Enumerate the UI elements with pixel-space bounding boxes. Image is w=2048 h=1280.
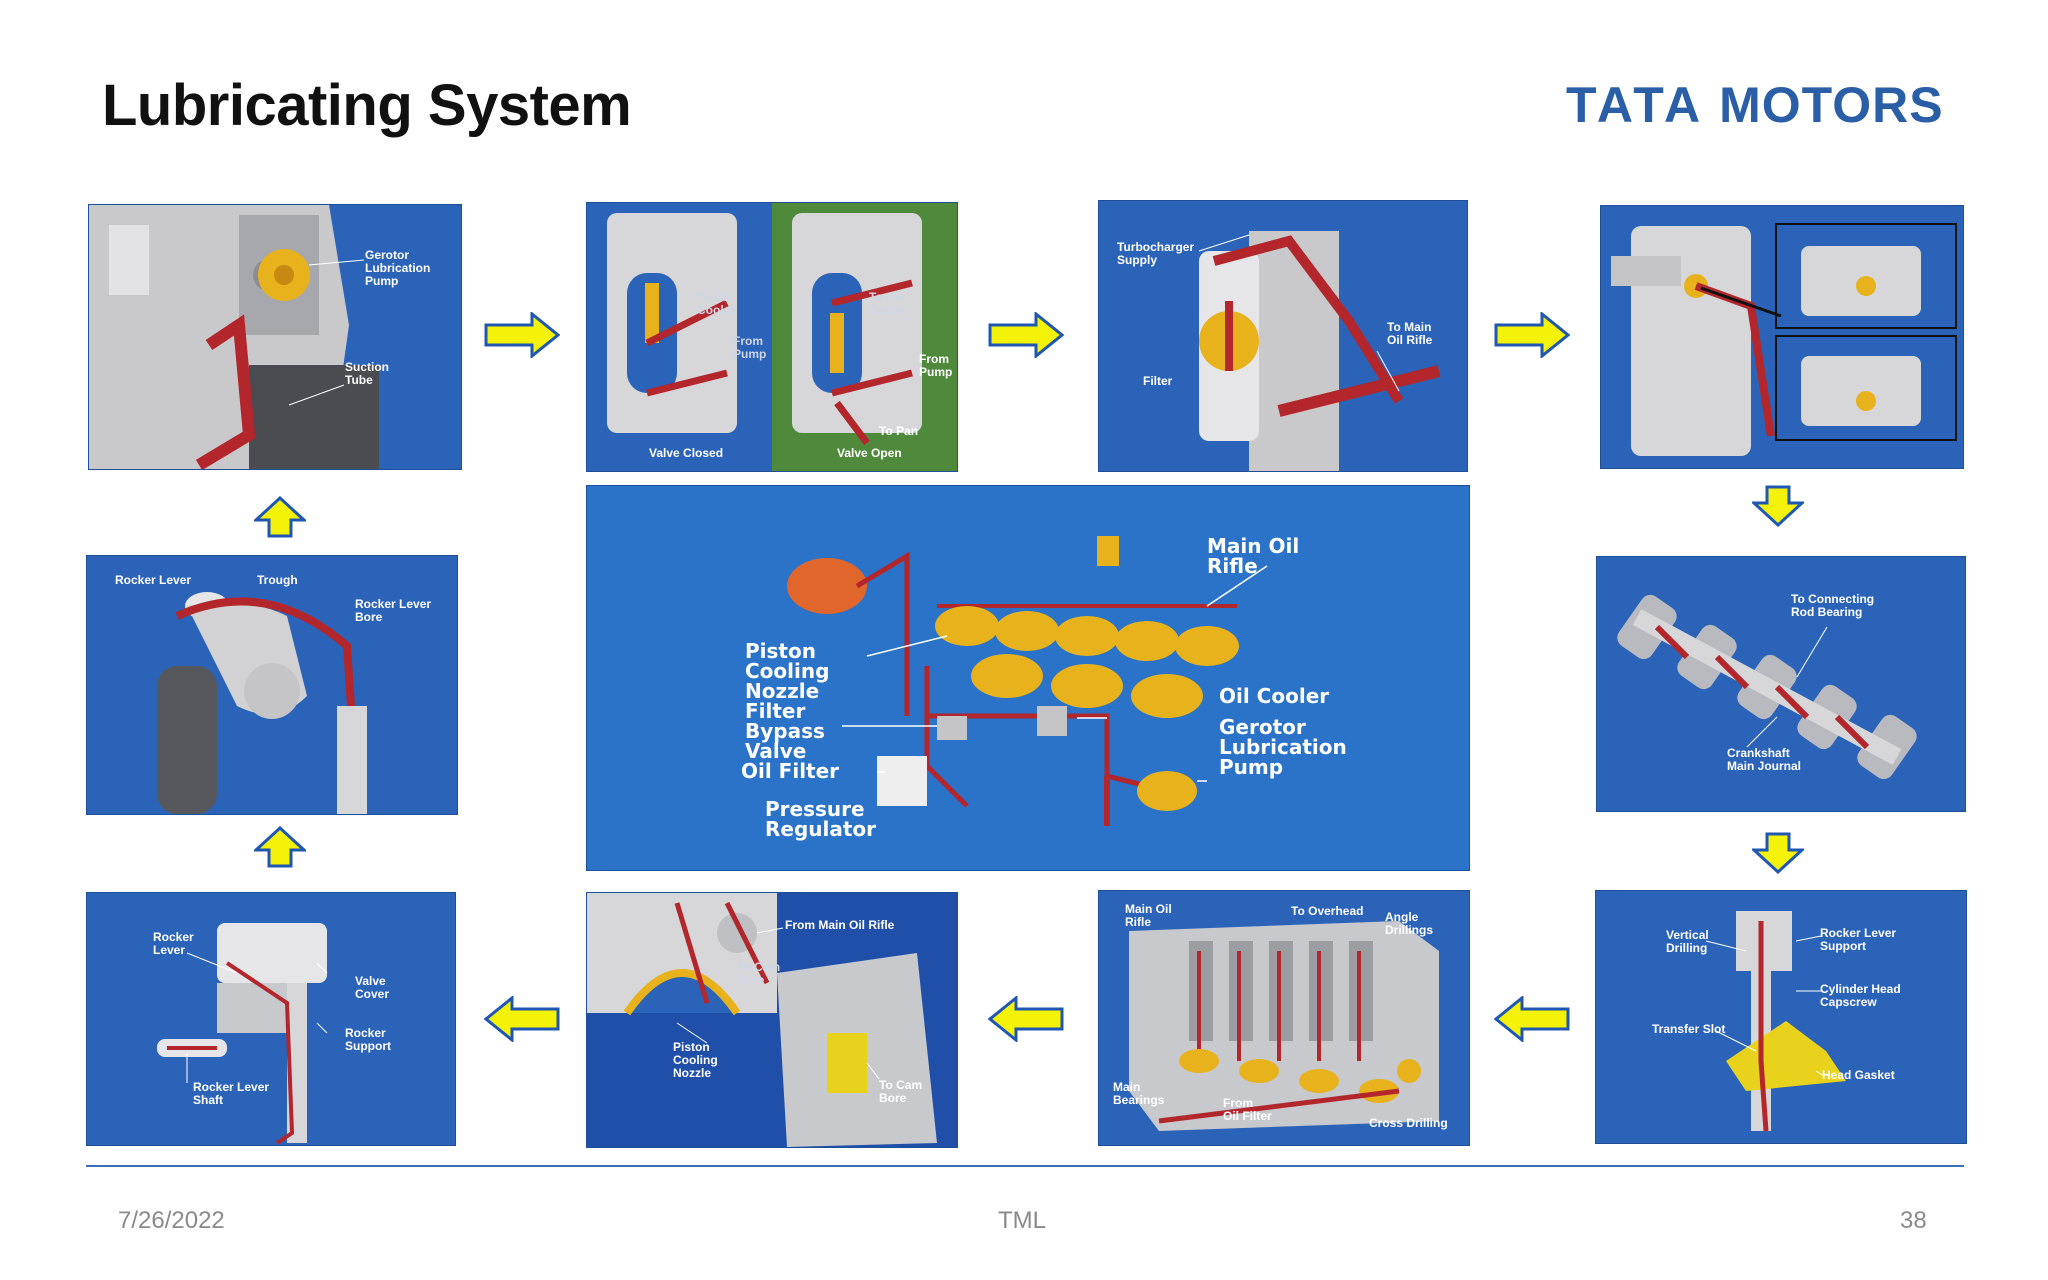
to-cam-bore-bottom-label: To Cam Bore bbox=[879, 1078, 923, 1105]
from-pump-left-label: From Pump bbox=[733, 334, 767, 361]
right-arrow-icon bbox=[1494, 312, 1570, 358]
to-cam-bore-top-label: To Cam Bore bbox=[737, 960, 781, 987]
lubrication-overview-panel: Main Oil Rifle Piston Cooling Nozzle Fil… bbox=[586, 485, 1470, 871]
piston-cooling-illustration bbox=[587, 893, 937, 1147]
crankshaft-illustration bbox=[1617, 594, 1917, 780]
to-oil-cooler-right-label: To Oil Cooler bbox=[869, 290, 908, 317]
valve-detail-panel bbox=[1600, 205, 1964, 469]
gerotor-pump-overview-label: Gerotor Lubrication Pump bbox=[1219, 715, 1347, 779]
to-main-oil-rifle-label: To Main Oil Rifle bbox=[1387, 320, 1433, 347]
logo-brand-text: TATA bbox=[1566, 77, 1705, 133]
rocker-cover-illustration bbox=[157, 923, 328, 1145]
valve-detail-illustration bbox=[1611, 223, 1957, 456]
bypass-valve-panel: To Oil Cooler From Pump To Oil Cooler Fr… bbox=[586, 202, 958, 472]
piston-cooling-panel: From Main Oil Rifle To Cam Bore Piston C… bbox=[586, 892, 958, 1148]
bypass-valve-illustration bbox=[587, 203, 957, 471]
filter-label: Filter bbox=[1143, 374, 1173, 388]
gerotor-pump-label: Gerotor Lubrication Pump bbox=[365, 248, 431, 288]
to-connecting-rod-bearing-label: To Connecting Rod Bearing bbox=[1791, 592, 1875, 619]
turbocharger-supply-label: Turbocharger Supply bbox=[1117, 240, 1195, 267]
valve-cover-label: Valve Cover bbox=[355, 974, 390, 1001]
piston-cooling-nozzle-label: Piston Cooling Nozzle bbox=[745, 639, 830, 703]
up-arrow-icon bbox=[254, 496, 306, 538]
oil-filter-label: Oil Filter bbox=[741, 759, 840, 783]
left-arrow-icon bbox=[1494, 996, 1570, 1042]
to-pan-label: To Pan bbox=[879, 424, 919, 438]
tata-motors-logo: TATA MOTORS bbox=[1566, 76, 1944, 134]
right-arrow-icon bbox=[484, 312, 560, 358]
crankshaft-main-journal-label: Crankshaft Main Journal bbox=[1727, 746, 1802, 773]
to-overhead-label: To Overhead bbox=[1291, 904, 1364, 918]
footer-center-label: TML bbox=[998, 1207, 1046, 1234]
gerotor-pump-illustration bbox=[89, 205, 379, 469]
down-arrow-icon bbox=[1752, 832, 1804, 874]
head-gasket-illustration bbox=[1705, 911, 1846, 1132]
suction-tube-label: Suction Tube bbox=[345, 360, 389, 387]
head-gasket-panel: Vertical Drilling Rocker Lever Support C… bbox=[1595, 890, 1967, 1144]
engine-block-illustration bbox=[1129, 921, 1439, 1131]
oil-filter-illustration bbox=[1198, 231, 1441, 471]
main-oil-rifle-label: Main Oil Rifle bbox=[1207, 534, 1300, 578]
rocker-lever-support-label: Rocker Lever Support bbox=[1820, 926, 1897, 953]
left-arrow-icon bbox=[988, 996, 1064, 1042]
piston-cooling-nozzle-label-small: Piston Cooling Nozzle bbox=[673, 1040, 718, 1080]
rocker-lever-cover-label: Rocker Lever bbox=[153, 930, 194, 957]
trough-label: Trough bbox=[257, 573, 298, 587]
footer-date: 7/26/2022 bbox=[118, 1207, 225, 1234]
right-arrow-icon bbox=[988, 312, 1064, 358]
head-gasket-label: Head Gasket bbox=[1822, 1068, 1895, 1082]
pressure-regulator-label: Pressure Regulator bbox=[765, 797, 877, 841]
from-oil-filter-label: From Oil Filter bbox=[1223, 1096, 1272, 1123]
page-number: 38 bbox=[1900, 1207, 1927, 1234]
cylinder-head-capscrew-label: Cylinder Head Capscrew bbox=[1820, 982, 1901, 1009]
crankshaft-panel: To Connecting Rod Bearing Crankshaft Mai… bbox=[1596, 556, 1966, 812]
gerotor-pump-panel: Gerotor Lubrication Pump Suction Tube bbox=[88, 204, 462, 470]
logo-name-text: MOTORS bbox=[1719, 77, 1944, 133]
from-main-oil-rifle-label: From Main Oil Rifle bbox=[785, 918, 895, 932]
rocker-lever-illustration bbox=[157, 592, 367, 814]
lubrication-overview-illustration bbox=[787, 536, 1268, 826]
up-arrow-icon bbox=[254, 826, 306, 868]
rocker-lever-bore-label: Rocker Lever Bore bbox=[355, 597, 432, 624]
main-oil-rifle-block-label: Main Oil Rifle bbox=[1125, 902, 1172, 929]
oil-cooler-label: Oil Cooler bbox=[1219, 684, 1330, 708]
filter-bypass-valve-label: Filter Bypass Valve bbox=[745, 699, 825, 763]
down-arrow-icon bbox=[1752, 485, 1804, 527]
from-pump-right-label: From Pump bbox=[919, 352, 953, 379]
valve-open-label: Valve Open bbox=[837, 446, 902, 460]
footer-divider bbox=[86, 1165, 1964, 1167]
rocker-cover-panel: Rocker Lever Valve Cover Rocker Support … bbox=[86, 892, 456, 1146]
angle-drillings-label: Angle Drillings bbox=[1385, 910, 1434, 937]
left-arrow-icon bbox=[484, 996, 560, 1042]
rocker-lever-label: Rocker Lever bbox=[115, 573, 192, 587]
transfer-slot-label: Transfer Slot bbox=[1652, 1022, 1726, 1036]
valve-closed-label: Valve Closed bbox=[649, 446, 724, 460]
rocker-support-label: Rocker Support bbox=[345, 1026, 391, 1053]
rocker-lever-panel: Rocker Lever Trough Rocker Lever Bore bbox=[86, 555, 458, 815]
cross-drilling-label: Cross Drilling bbox=[1369, 1116, 1448, 1130]
vertical-drilling-label: Vertical Drilling bbox=[1666, 928, 1709, 955]
engine-block-panel: Main Oil Rifle To Overhead Angle Drillin… bbox=[1098, 890, 1470, 1146]
oil-filter-panel: Turbocharger Supply To Main Oil Rifle Fi… bbox=[1098, 200, 1468, 472]
rocker-lever-shaft-label: Rocker Lever Shaft bbox=[193, 1080, 270, 1107]
to-oil-cooler-left-label: To Oil Cooler bbox=[697, 290, 736, 317]
main-bearings-label: Main Bearings bbox=[1113, 1080, 1165, 1107]
slide-title: Lubricating System bbox=[102, 73, 632, 138]
